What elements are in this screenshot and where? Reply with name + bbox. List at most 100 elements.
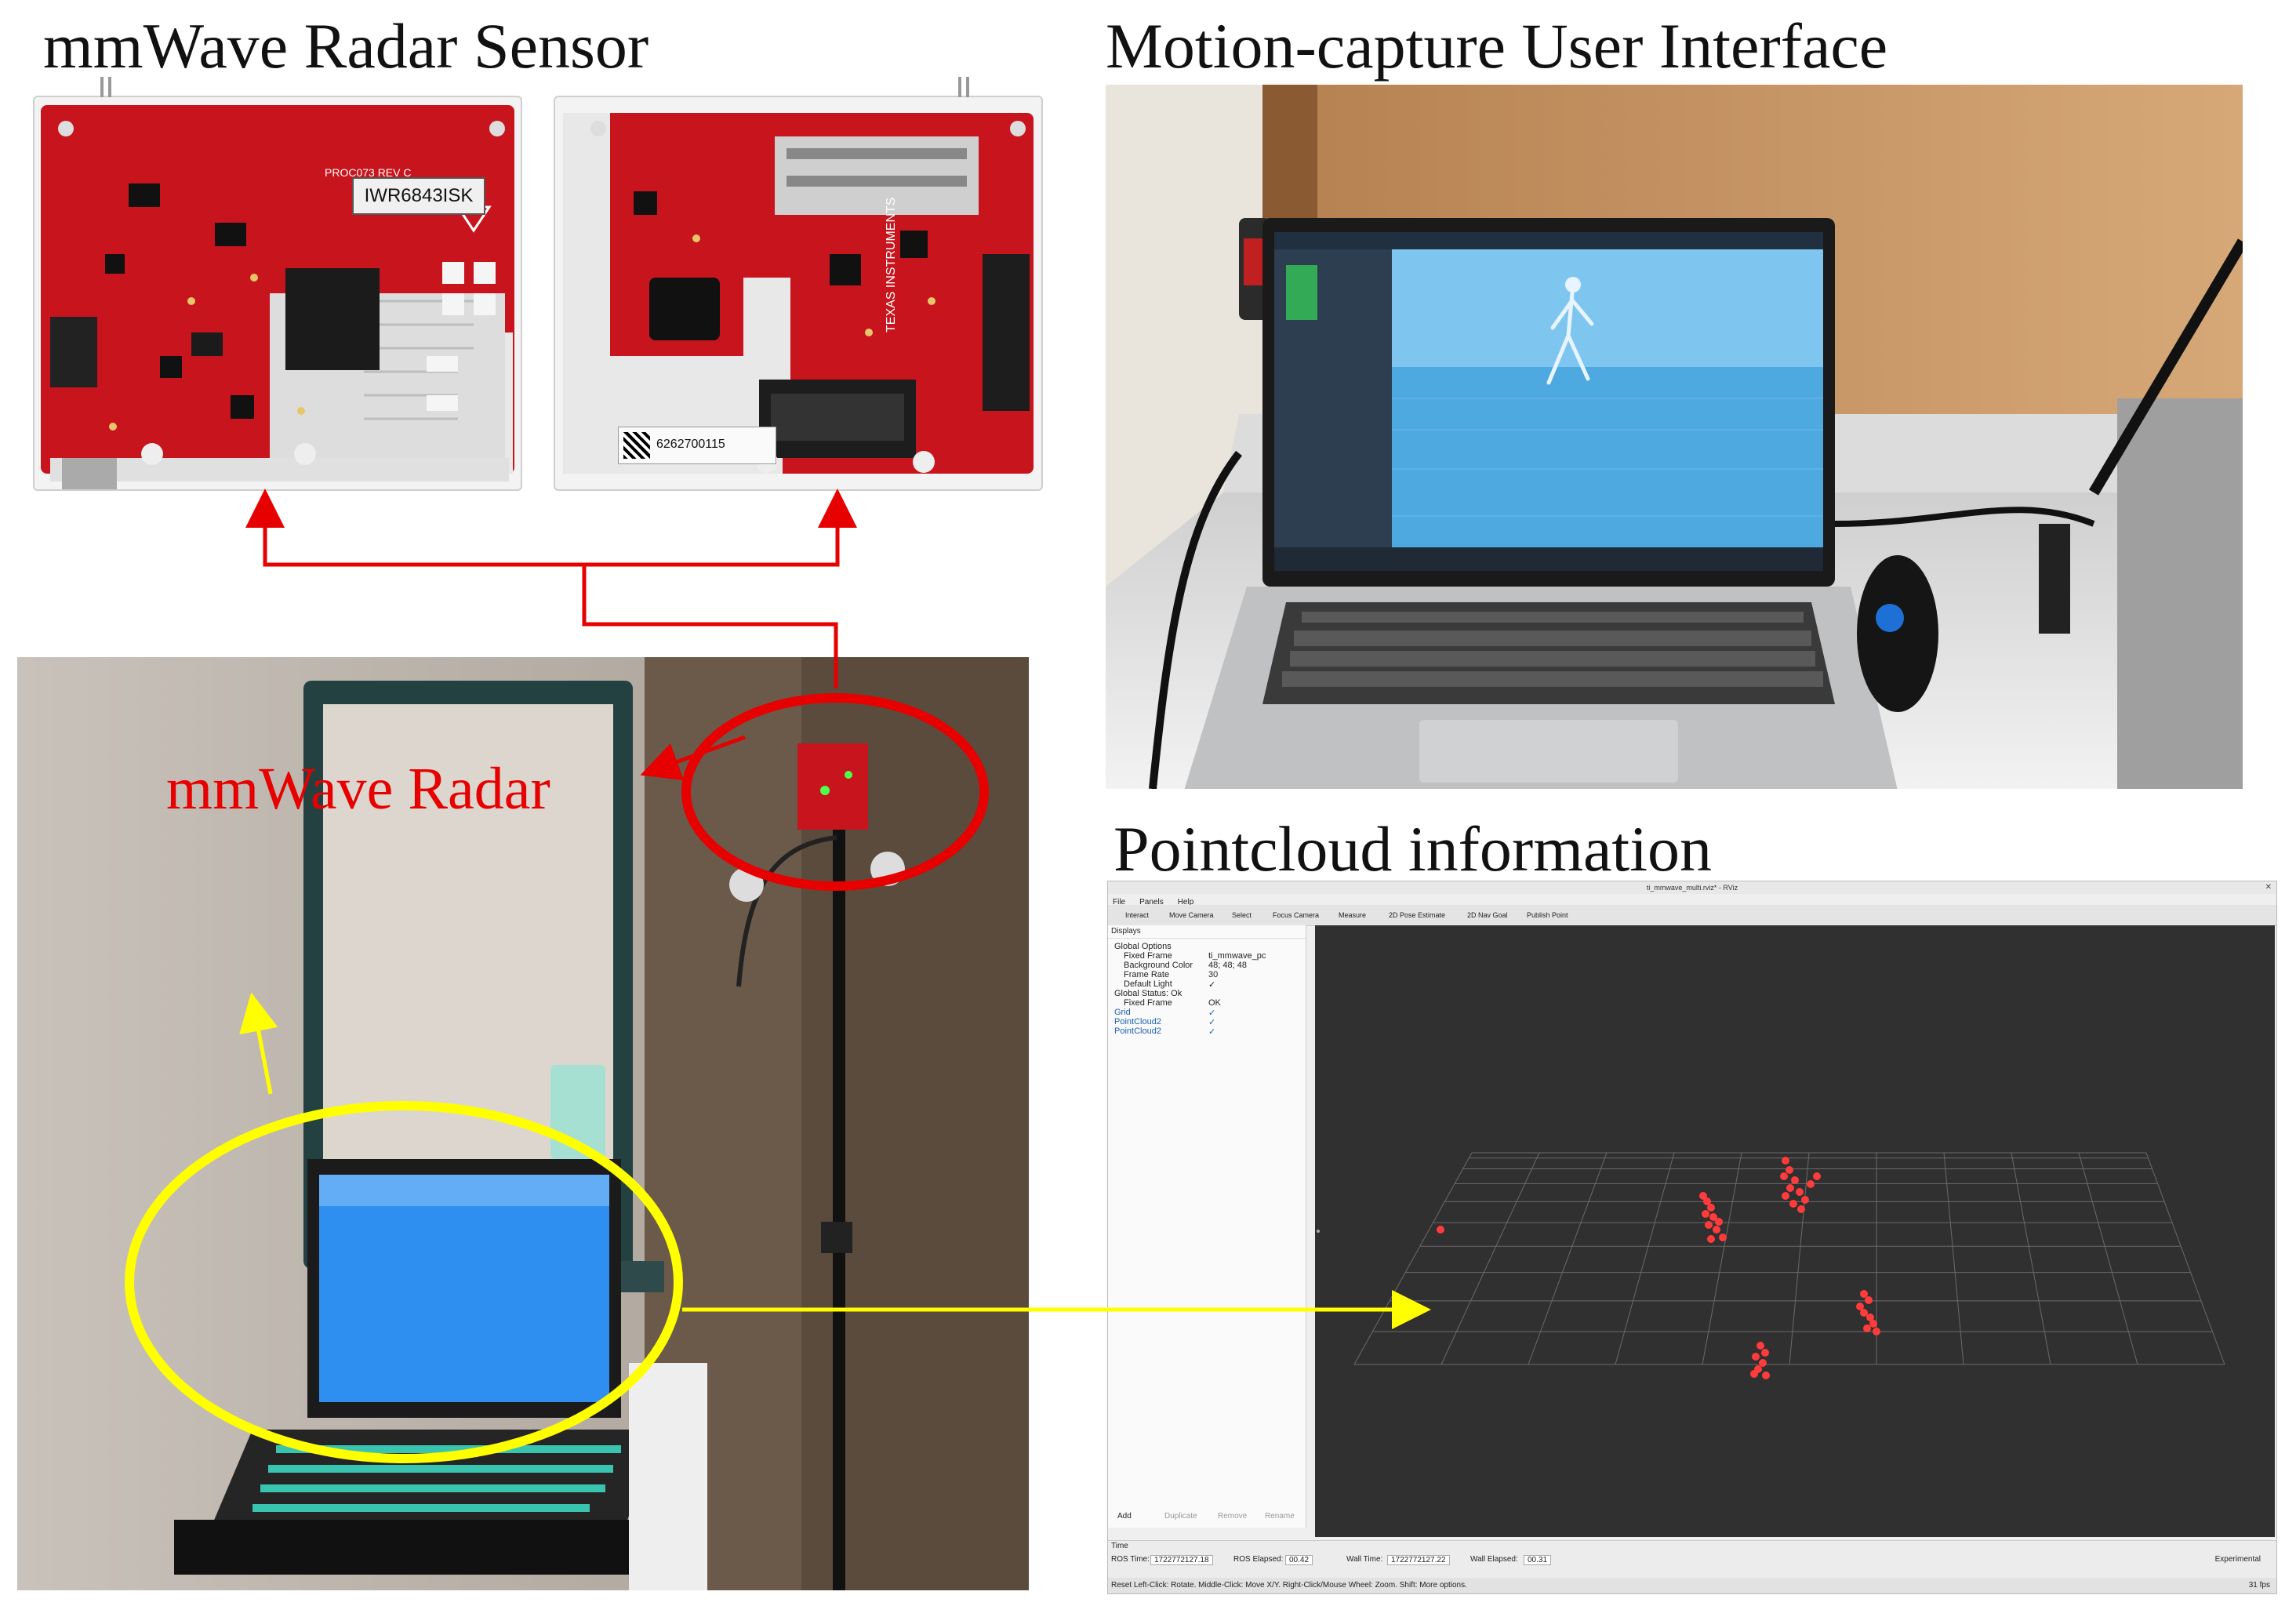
remove-button[interactable]: Remove [1218,1512,1248,1521]
tool-focus-camera[interactable]: Focus Camera [1273,911,1320,919]
splitter-handle[interactable] [1317,1230,1320,1233]
tree-row[interactable]: Grid ✓ [1114,1008,1215,1018]
tree-row[interactable]: Fixed Frame OK [1124,998,1221,1008]
point [1780,1172,1788,1180]
point [1759,1359,1767,1367]
status-bar: Reset Left-Click: Rotate. Middle-Click: … [1108,1578,2276,1593]
display-buttons: Add Duplicate Remove Rename [1111,1510,1302,1523]
point [1719,1234,1727,1241]
add-button[interactable]: Add [1117,1512,1132,1521]
pcb-top-text: PROC073 REV C [325,166,412,179]
rviz-title: ti_mmwave_multi.rviz* - RViz [1108,881,2276,894]
pcb-vendor: TEXAS INSTRUMENTS [885,197,898,332]
tree-row[interactable]: Default Light✓ [1124,979,1215,990]
tool-publish-point[interactable]: Publish Point [1527,911,1568,919]
menu-help[interactable]: Help [1177,898,1194,907]
motion-capture-scene [1106,85,2243,789]
pin [958,77,961,97]
grid-line [1615,1152,1675,1365]
point [1860,1309,1868,1317]
menu-panels[interactable]: Panels [1139,898,1164,907]
tree-row[interactable]: Global Options [1114,942,1172,951]
wall-elapsed-field[interactable]: 00.31 [1524,1555,1552,1565]
tree-label: PointCloud2 [1114,1017,1161,1026]
time-panel: Time ROS Time: 1722772127.18 ROS Elapsed… [1108,1540,2276,1579]
ros-elapsed-label: ROS Elapsed: [1233,1555,1284,1564]
rviz-menubar: File Panels Help [1113,894,1194,907]
tool-measure[interactable]: Measure [1339,911,1367,919]
tree-value: ✓ [1208,1018,1216,1027]
point [1705,1221,1713,1229]
grid-line [1353,1152,1473,1365]
tool-select[interactable]: Select [1232,911,1252,919]
grid-line [2145,1152,2225,1365]
grid-line [1943,1152,1964,1365]
grid-line [1702,1152,1742,1365]
tree-label: Global Options [1114,942,1172,951]
tool-move-camera[interactable]: Move Camera [1169,911,1214,919]
point [1782,1192,1789,1200]
tree-row[interactable]: PointCloud2✓ [1114,1026,1215,1037]
wall-time-field[interactable]: 1722772127.22 [1387,1555,1450,1565]
grid-line [2078,1152,2138,1365]
point [1866,1314,1874,1321]
point [1750,1370,1758,1378]
title-sensor: mmWave Radar Sensor [43,10,649,82]
point [1699,1192,1707,1200]
point [1702,1210,1709,1218]
pin [966,77,969,97]
point [1863,1324,1871,1332]
point [1789,1200,1797,1208]
menu-file[interactable]: File [1113,898,1126,907]
time-header: Time [1111,1542,1128,1550]
point [1757,1342,1764,1350]
tool-2d-pose-estimate[interactable]: 2D Pose Estimate [1389,911,1446,919]
qr-code-icon [623,432,650,459]
tree-row[interactable]: PointCloud2 ✓ [1114,1017,1215,1027]
tree-value: OK [1208,998,1221,1008]
fps-readout: 31 fps [2248,1581,2270,1590]
title-pointcloud: Pointcloud information [1113,813,1712,885]
tree-label: Grid [1114,1008,1131,1017]
pcb-back-photo: 6262700115 TEXAS INSTRUMENTS [554,96,1043,491]
tree-value: ✓ [1208,980,1216,990]
point [1782,1157,1789,1165]
point [1807,1180,1815,1188]
rviz-toolbar: Interact Move Camera Select Focus Camera… [1108,905,2276,926]
point [1856,1303,1864,1310]
point [1762,1372,1770,1379]
tree-label: Fixed Frame [1124,998,1172,1008]
point [1865,1296,1873,1304]
duplicate-button[interactable]: Duplicate [1164,1512,1197,1521]
point [1786,1184,1794,1192]
rename-button[interactable]: Rename [1265,1512,1295,1521]
wall-elapsed-label: Wall Elapsed: [1470,1555,1518,1564]
window-close-icon[interactable]: ✕ [2265,883,2272,892]
ros-elapsed-field[interactable]: 00.42 [1285,1555,1313,1565]
tree-value: ✓ [1208,1008,1216,1018]
tool-2d-nav-goal[interactable]: 2D Nav Goal [1467,911,1508,919]
motion-capture-photo [1106,85,2243,789]
tree-value: 48; 48; 48 [1208,961,1247,970]
point [1715,1218,1723,1226]
ros-time-field[interactable]: 1722772127.18 [1150,1555,1213,1565]
point [1752,1353,1760,1361]
point [1796,1188,1804,1196]
experimental-checkbox[interactable]: Experimental [2214,1555,2261,1564]
ros-time-label: ROS Time: [1111,1555,1150,1564]
displays-header: Displays [1111,927,1141,936]
point-cloud [1437,1157,1880,1379]
tree-value: 30 [1208,970,1219,979]
title-ui: Motion-capture User Interface [1106,10,1888,82]
grid-line [1528,1152,1608,1365]
tree-row[interactable]: Global Status: Ok [1114,989,1182,998]
rviz-3d-viewport[interactable] [1315,925,2275,1537]
tool-interact[interactable]: Interact [1125,911,1150,919]
point [1703,1197,1711,1205]
